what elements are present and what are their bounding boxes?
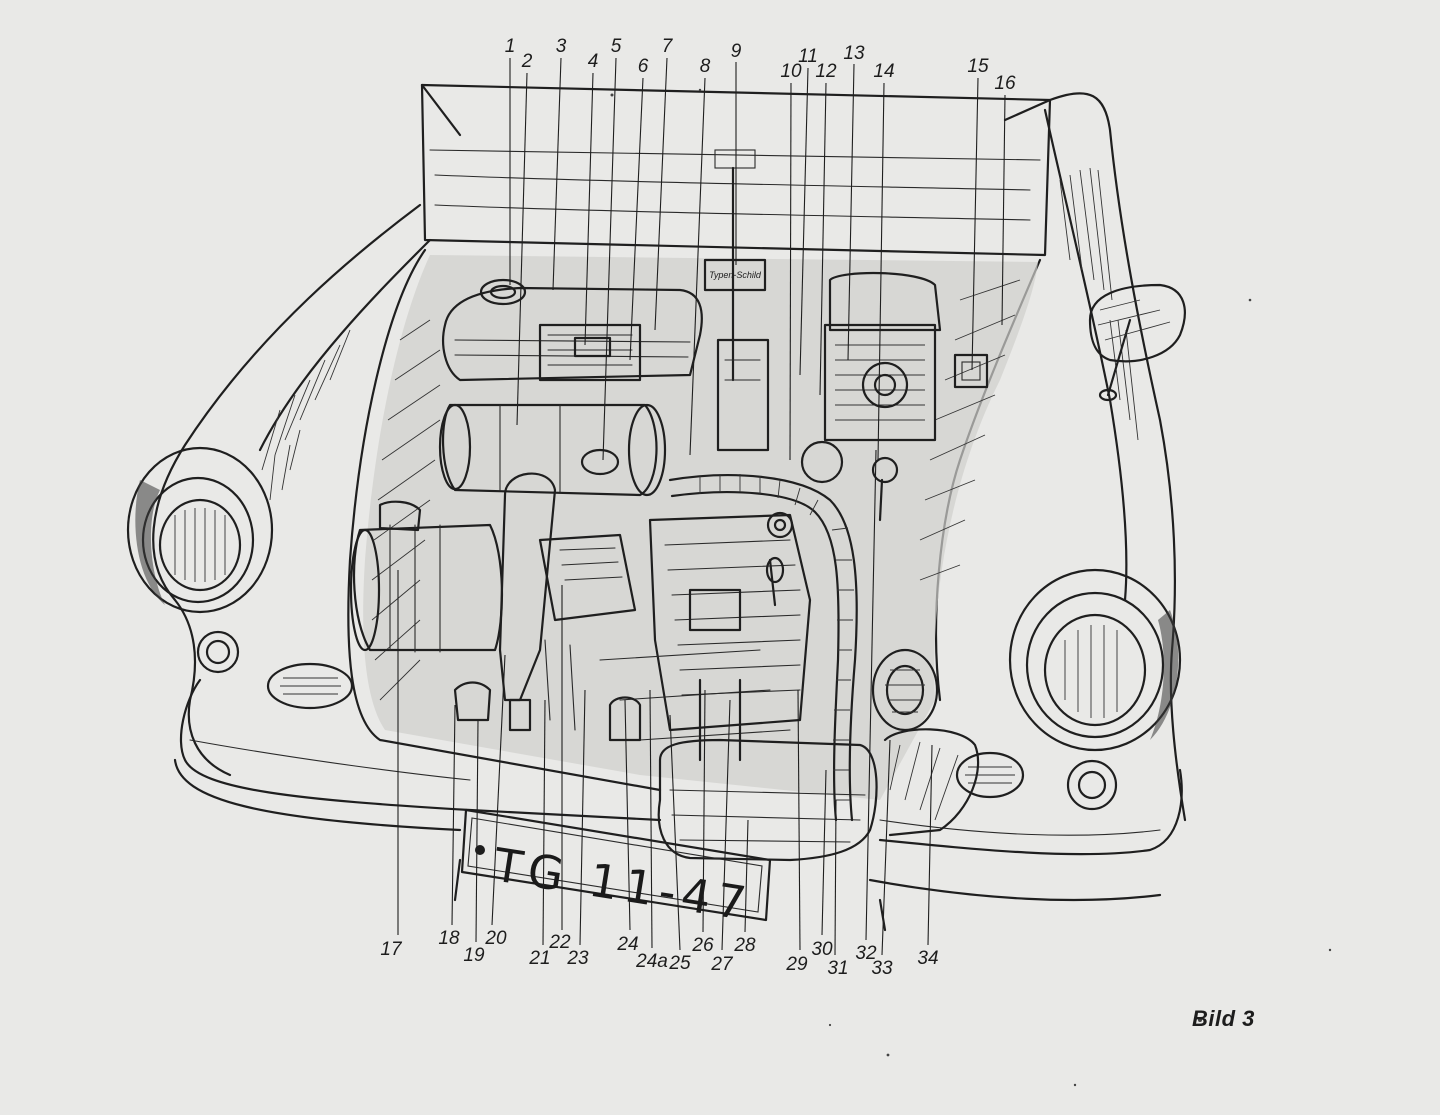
callout-13: 13 [843, 43, 865, 64]
callout-33: 33 [871, 958, 893, 979]
callouts-top: 1 2 3 4 5 6 7 8 9 10 11 12 13 14 15 16 [505, 36, 1016, 94]
left-headlamp [126, 446, 274, 614]
callout-28: 28 [733, 935, 756, 956]
right-indicator [1066, 759, 1118, 811]
callout-26: 26 [691, 935, 714, 956]
callout-34: 34 [917, 948, 938, 969]
callout-2: 2 [521, 51, 533, 72]
callout-23: 23 [566, 948, 589, 969]
callout-8: 8 [700, 56, 711, 77]
engine-components: Typen-Schild [349, 149, 1038, 862]
figure-caption: Bild 3 [1192, 1006, 1255, 1031]
callouts-bottom: 17 18 19 20 21 22 23 24 24a 25 26 27 28 … [380, 928, 938, 979]
right-headlamp [1008, 568, 1182, 752]
left-grille [266, 662, 354, 710]
callout-14: 14 [873, 61, 894, 82]
callout-27: 27 [710, 954, 734, 975]
callout-32: 32 [855, 943, 877, 964]
callout-18: 18 [438, 928, 460, 949]
callout-12: 12 [815, 61, 837, 82]
callout-16: 16 [994, 73, 1016, 94]
callout-10: 10 [780, 61, 802, 82]
type-plate-text: Typen-Schild [709, 270, 762, 280]
callout-7: 7 [662, 36, 674, 57]
left-indicator [196, 630, 240, 674]
callout-25: 25 [668, 953, 691, 974]
callout-21: 21 [528, 948, 550, 969]
callout-31: 31 [827, 958, 848, 979]
car-body [152, 83, 1187, 932]
right-grille [955, 751, 1025, 799]
callout-11: 11 [798, 46, 818, 67]
callout-5: 5 [611, 36, 622, 57]
callout-4: 4 [588, 51, 599, 72]
callout-24a: 24a [635, 951, 668, 972]
callout-24: 24 [616, 934, 638, 955]
callout-15: 15 [967, 56, 989, 77]
leader-lines [397, 57, 1006, 956]
callout-1: 1 [505, 36, 516, 57]
callout-20: 20 [484, 928, 507, 949]
callout-6: 6 [638, 56, 649, 77]
callout-22: 22 [548, 932, 571, 953]
callout-29: 29 [785, 954, 808, 975]
callout-19: 19 [463, 945, 485, 966]
callout-17: 17 [380, 939, 403, 960]
paper-specks [610, 88, 1332, 1087]
callout-30: 30 [811, 939, 833, 960]
callout-9: 9 [731, 41, 742, 62]
callout-3: 3 [556, 36, 567, 57]
